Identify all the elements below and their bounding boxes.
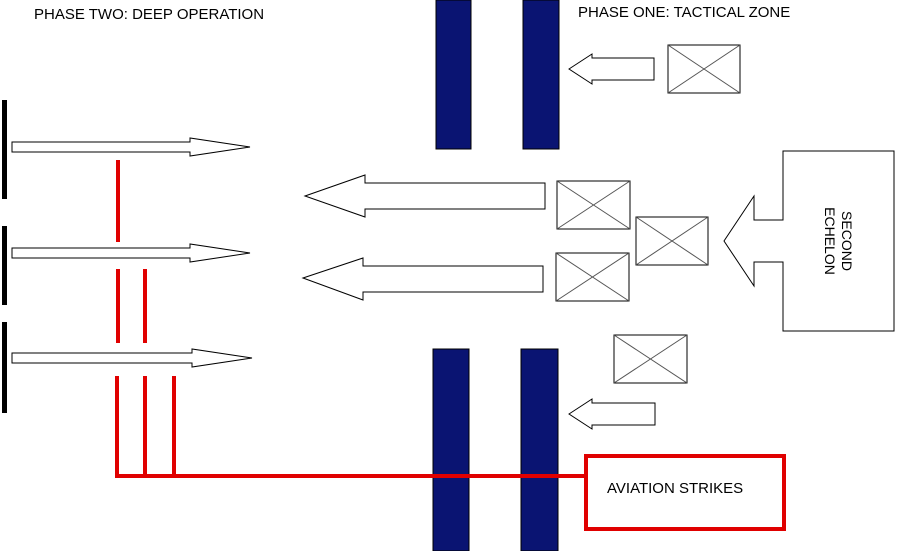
breakthrough-arrow-upper — [303, 174, 546, 218]
aviation-strike-lines — [115, 160, 585, 478]
unit-icon-center-upper — [556, 180, 631, 230]
unit-icon-top — [667, 44, 741, 94]
exploitation-arrow-3 — [11, 348, 253, 368]
defense-line-top-left — [435, 0, 472, 150]
small-arrow-bottom — [568, 398, 656, 430]
second-echelon-block — [723, 150, 895, 332]
unit-icon-center-middle — [635, 216, 709, 266]
unit-icon-center-lower — [555, 252, 630, 302]
small-arrow-top — [568, 53, 655, 85]
unit-icon-bottom — [613, 334, 688, 384]
aviation-strikes-box — [584, 454, 786, 531]
start-line-3 — [2, 322, 7, 413]
exploitation-arrow-1 — [11, 137, 251, 157]
second-echelon-label-line1: SECOND — [839, 211, 855, 271]
aviation-strikes-label: AVIATION STRIKES — [607, 480, 744, 497]
second-echelon-label-line2: ECHELON — [822, 207, 838, 275]
second-echelon-label: SECOND ECHELON — [821, 207, 855, 275]
start-line-1 — [2, 100, 7, 199]
breakthrough-arrow-lower — [301, 257, 544, 301]
defense-line-top-right — [522, 0, 560, 150]
defense-line-bottom-right — [520, 348, 559, 552]
exploitation-arrow-2 — [11, 243, 251, 263]
defense-line-bottom-left — [432, 348, 470, 552]
phase-two-label: PHASE TWO: DEEP OPERATION — [34, 6, 265, 23]
phase-one-label: PHASE ONE: TACTICAL ZONE — [578, 4, 791, 21]
start-line-2 — [2, 226, 7, 305]
